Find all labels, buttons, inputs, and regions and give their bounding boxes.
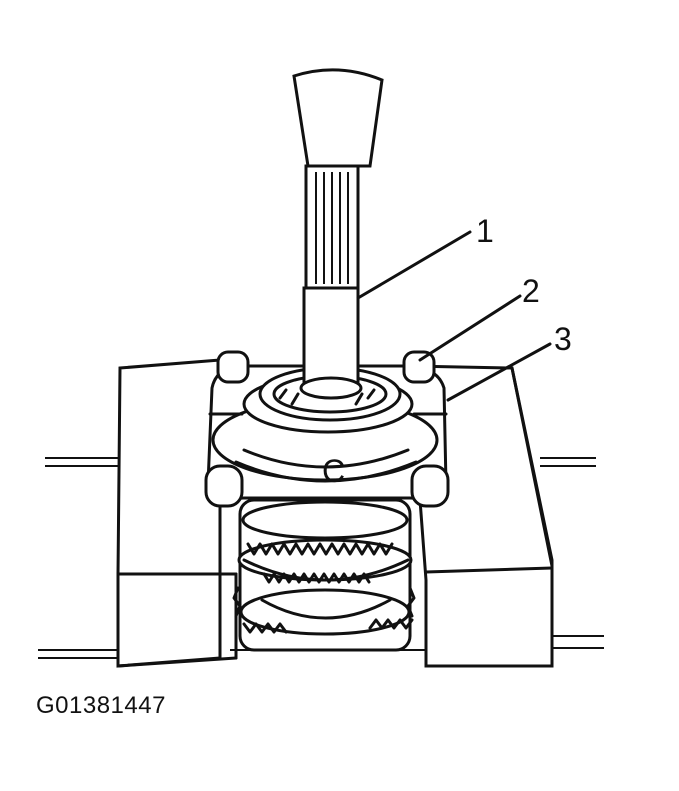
left-support-block [116, 358, 238, 668]
callout-label-1: 1 [476, 213, 494, 249]
part-marking: C [322, 453, 345, 489]
figure-id: G01381447 [36, 692, 166, 719]
callout-label-2: 2 [522, 273, 540, 309]
callout-label-3: 3 [554, 321, 572, 357]
gear-stack [232, 498, 416, 652]
callout-leaders [356, 230, 552, 402]
press-ram [292, 68, 384, 400]
